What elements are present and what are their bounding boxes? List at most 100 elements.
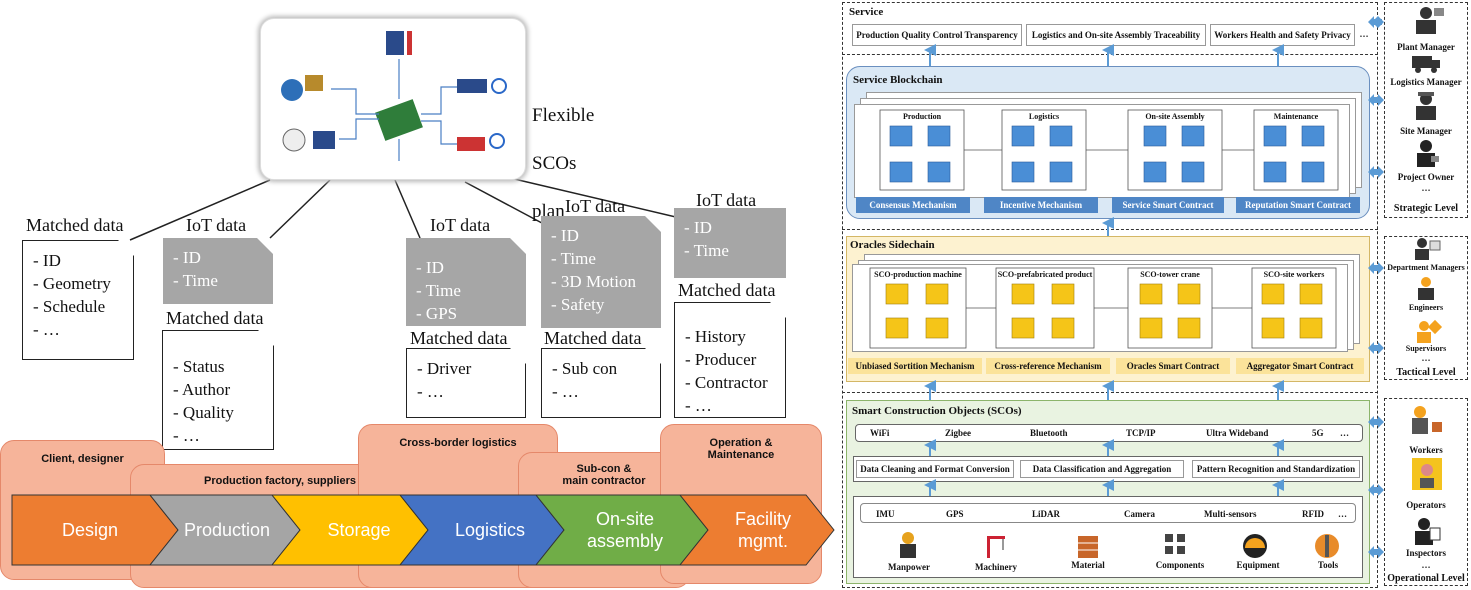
iot-data-header: IoT data [696,190,757,210]
stage-label: On-site assembly [586,509,664,551]
card-item: - Status [173,357,225,376]
resource-label: Components [1155,560,1205,570]
sidechain-mechanism: Cross-reference Mechanism [986,358,1110,374]
service-title: Service [849,6,884,18]
blockchain-mechanism: Incentive Mechanism [984,197,1098,213]
side-arrows [1368,16,1384,558]
sidechain-mechanism: Aggregator Smart Contract [1236,358,1364,374]
equipment-icon [1243,534,1267,558]
strategic-level-panel [1384,2,1468,218]
machinery-icon [987,536,1005,558]
department-manager-icon [1415,238,1441,260]
network-item: Bluetooth [1030,428,1068,438]
card-item: - ID [416,258,444,277]
iot-data-header: IoT data [565,196,626,216]
blockchain-mechanism: Reputation Smart Contract [1236,197,1360,213]
plan-title-line: Flexible [532,105,595,126]
plant-manager-icon [1416,7,1444,34]
service-item: Logistics and On-site Assembly Traceabil… [1026,24,1206,46]
role-label: Workers [1409,445,1443,455]
divider [842,392,1378,393]
iot-data-card-onsite: - ID - Time - 3D Motion - Safety [541,216,661,328]
stakeholder-label: Sub-con & main contractor [562,463,646,487]
layer-arrows [924,16,1382,496]
sensor-item: GPS [946,509,964,519]
card-item: - 3D Motion [551,272,636,291]
resource-label: Tools [1317,560,1339,570]
sidechain-groups [869,267,1337,349]
card-item: - … [685,396,712,415]
sensor-item: LiDAR [1032,509,1061,519]
sensor-item: RFID [1302,509,1324,519]
card-item: - ID [551,226,579,245]
operators-icon [1412,458,1442,490]
card-item: - … [552,382,579,401]
card-item: - … [417,382,444,401]
iot-data-header: IoT data [186,215,247,235]
sensor-item: Camera [1124,509,1155,519]
card-item: - Driver [417,359,472,378]
chevron-facility [678,494,835,566]
iot-data-card-facility: - ID - Time [674,208,786,278]
role-label: Engineers [1408,303,1444,312]
card-item: - Author [173,380,231,399]
iot-hardware-icon [281,31,507,161]
role-label: Inspectors [1406,548,1446,558]
role-label: Site Manager [1400,126,1452,136]
architecture-frame [842,2,1378,588]
network-item: Zigbee [945,428,971,438]
blockchain-group-label: Maintenance [1273,112,1319,121]
stakeholder-label: Production factory, suppliers [204,475,356,487]
card-item: - Contractor [685,373,768,392]
stage-label: Production [183,520,271,540]
sidechain-mechanism: Oracles Smart Contract [1116,358,1230,374]
stakeholder-label: Operation & Maintenance [707,437,775,461]
service-item: Production Quality Control Transparency [852,24,1022,46]
process-chevrons [11,494,835,566]
role-ellipsis: … [1421,353,1431,363]
engineers-icon [1418,277,1434,300]
site-manager-icon [1416,92,1436,120]
card-item: - ID [173,248,201,267]
processing-item: Pattern Recognition and Standardization [1192,460,1360,478]
network-item: Ultra Wideband [1206,428,1269,438]
card-item: - ID [33,251,61,270]
operational-level-panel [1384,398,1468,586]
iot-data-header: IoT data [430,215,491,235]
card-item: - Geometry [33,274,111,293]
role-label: Project Owner [1397,172,1455,182]
plan-title-line: SCOs [532,153,577,174]
blockchain-mechanism: Consensus Mechanism [856,197,970,213]
resource-label: Machinery [975,562,1017,572]
stage-label: Design [61,520,119,540]
stakeholder-label: Cross-border logistics [399,437,517,449]
sensor-resource-box [853,496,1363,578]
role-label: Supervisors [1405,344,1447,353]
processing-item: Data Cleaning and Format Conversion [856,460,1014,478]
resource-label: Material [1071,560,1105,570]
card-item: - Time [684,241,729,260]
card-item: - Quality [173,403,234,422]
card-item: - Time [416,281,461,300]
flexible-scos-plan-card [260,18,526,180]
matched-data-card-onsite: - Sub con - … [541,348,661,418]
matched-data-card-facility: - History - Producer - Contractor - … [674,302,786,418]
supervisors-icon [1417,319,1443,343]
workers-icon [1412,406,1442,434]
card-item: - ID [684,218,712,237]
sidechain-group-label: SCO-site workers [1263,270,1325,279]
matched-data-card-production: - Status - Author - Quality - … [162,330,274,450]
blockchain-title: Service Blockchain [853,74,943,86]
card-item: - GPS [416,304,458,323]
card-item: - Time [551,249,596,268]
inspectors-icon [1415,518,1441,545]
scos-title: Smart Construction Objects (SCOs) [852,405,1022,417]
material-icon [1078,536,1098,558]
block-stack-front [854,104,1350,198]
network-item: TCP/IP [1126,428,1156,438]
level-label: Operational Level [1387,573,1465,584]
blockchain-group-label: Production [902,112,942,121]
blockchain-group-label: On-site Assembly [1145,112,1205,121]
resource-icons [900,532,1339,558]
card-item: - Producer [685,350,757,369]
